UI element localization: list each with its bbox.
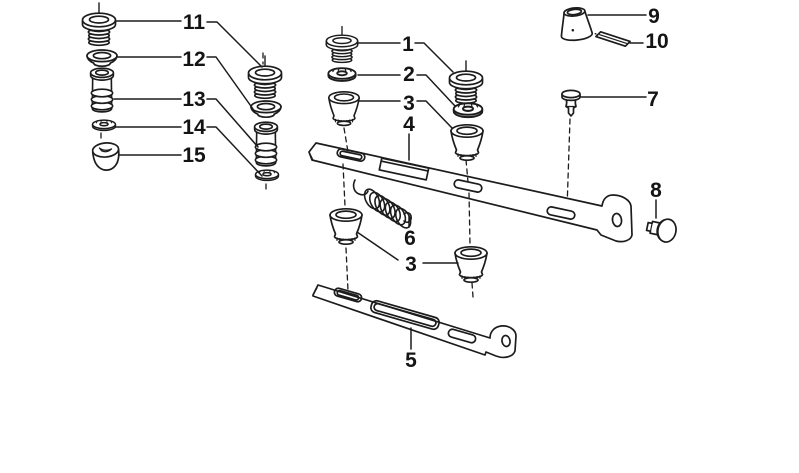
part-13-sleeve-b [253, 121, 279, 167]
callout-1: 1 [402, 33, 414, 56]
centerline-cone3d-below [471, 282, 474, 298]
centerline-rail-to-cone3d [468, 192, 471, 245]
part-5-bracket [312, 284, 517, 359]
leader-1-right [414, 42, 454, 73]
callout-6: 6 [404, 227, 416, 250]
rail-rect-slot [378, 157, 430, 181]
part-10-wedge [595, 30, 631, 48]
leader-12-right [206, 56, 254, 110]
callout-3-lower: 3 [405, 253, 417, 276]
callout-9: 9 [648, 5, 660, 28]
part-4-rail [308, 142, 633, 243]
leader-13-right [206, 98, 259, 148]
callout-3-upper: 3 [403, 92, 415, 115]
part-2-washer-b [452, 102, 484, 119]
part-8-button [645, 218, 677, 243]
callout-2: 2 [403, 63, 415, 86]
part-14-washer-a [91, 119, 117, 132]
bracket-long-slot [370, 299, 440, 331]
part-9-knob [560, 7, 594, 42]
callout-14: 14 [182, 116, 206, 139]
part-11-plug-a [81, 2, 117, 47]
callout-5: 5 [405, 349, 417, 372]
centerlines-rail [342, 127, 474, 298]
leader-lines [113, 14, 657, 350]
part-3-cone-d [454, 245, 488, 284]
callout-12: 12 [182, 48, 205, 71]
callout-15: 15 [182, 144, 206, 167]
bracket-flange-hole [501, 334, 511, 348]
part-11-plug-b [247, 55, 283, 100]
callout-10: 10 [645, 30, 668, 53]
rail-flange-hole [611, 212, 623, 228]
part-12-cup-a [86, 49, 118, 68]
leader-14-right [206, 126, 263, 177]
callout-11: 11 [183, 11, 206, 34]
callout-7: 7 [647, 88, 659, 111]
leader-3-lower-left [356, 231, 399, 261]
callout-13: 13 [182, 88, 205, 111]
centerline-cone3c-to-bracket [345, 247, 349, 292]
part-3-cone-c [329, 207, 363, 246]
leader-11-right [206, 21, 263, 68]
part-15-grommet [91, 142, 120, 172]
centerline-stack4-to-rail [465, 159, 469, 183]
part-6-spring [352, 179, 412, 229]
callout-4: 4 [403, 113, 415, 136]
callout-8: 8 [650, 179, 662, 202]
centerline-stack3-to-rail [343, 127, 349, 153]
part-1-plug-a [325, 25, 359, 64]
leader-2-right [416, 74, 456, 107]
leader-3-upper-right [416, 100, 453, 129]
part-3-cone-a [327, 91, 361, 127]
callout-labels: 11 12 13 14 15 1 2 3 4 6 3 5 9 10 7 8 [182, 5, 668, 372]
centerline-pin7 [566, 118, 571, 210]
part-12-cup-b [250, 100, 282, 119]
part-13-sleeve-a [89, 67, 115, 113]
centerline-rail-to-cone3c [342, 163, 346, 207]
part-7-pin [561, 89, 581, 117]
part-1-plug-b [448, 60, 484, 105]
part-3-cone-b [450, 123, 484, 162]
part-2-washer-a [327, 67, 357, 82]
